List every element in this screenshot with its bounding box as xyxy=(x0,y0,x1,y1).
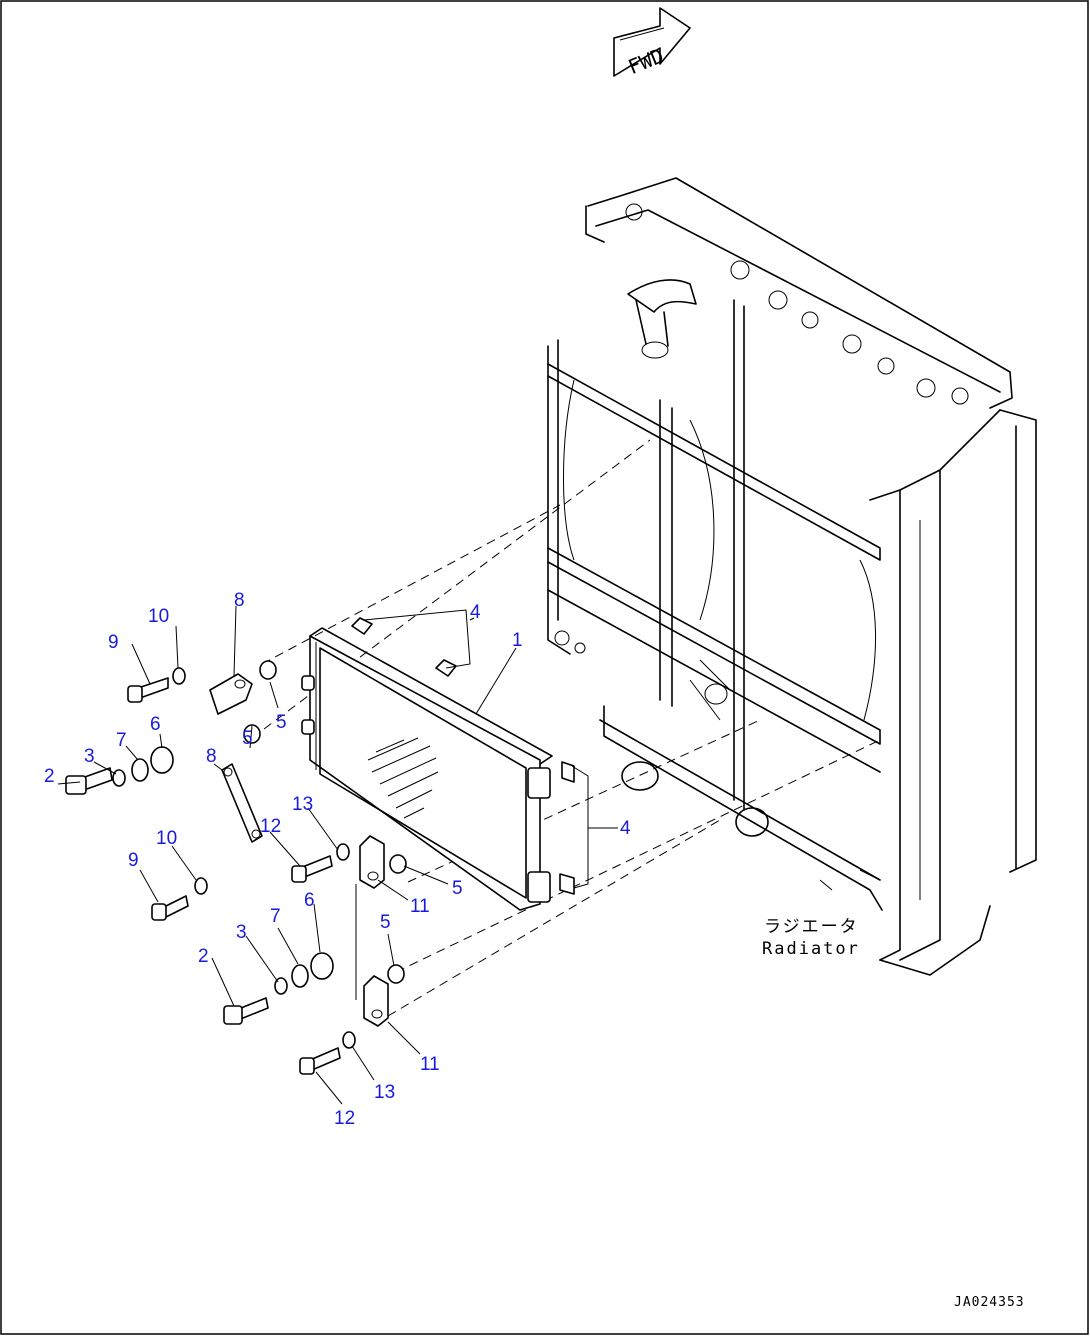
callout-9-lower: 9 xyxy=(128,850,139,871)
callout-12-lower: 12 xyxy=(334,1108,355,1129)
bolt-9-upper xyxy=(127,677,169,703)
bolt-12-upper xyxy=(291,855,333,883)
washer-7-upper xyxy=(131,758,149,782)
strap-11-lower xyxy=(363,975,389,1027)
fwd-arrow-icon: FWD xyxy=(613,7,691,79)
bolt-9-lower xyxy=(151,895,189,921)
bolt-2-lower xyxy=(223,997,269,1025)
callout-5-mid: 5 xyxy=(242,728,253,749)
clip-lower xyxy=(559,761,589,895)
callout-7-lower: 7 xyxy=(270,906,281,927)
callout-10-upper: 10 xyxy=(148,606,169,627)
leader-lines xyxy=(57,605,618,1105)
callout-8-upper: 8 xyxy=(234,590,245,611)
callout-2-lower: 2 xyxy=(198,946,209,967)
bracket-8-link xyxy=(221,763,263,843)
washer-10-upper xyxy=(172,667,186,685)
callout-13-upper: 13 xyxy=(292,794,313,815)
bracket-8-upper xyxy=(209,673,253,715)
callout-1: 1 xyxy=(512,630,523,651)
callout-7-upper: 7 xyxy=(116,730,127,751)
washer-10-lower xyxy=(194,877,208,895)
clip-upper xyxy=(351,609,471,677)
washer-3-upper xyxy=(112,769,126,787)
radiator-assembly xyxy=(547,177,1037,976)
callout-11-upper: 11 xyxy=(410,896,430,917)
washer-13-upper xyxy=(336,843,350,861)
mount-6-upper xyxy=(150,746,174,774)
radiator-label-en: Radiator xyxy=(762,939,860,959)
washer-7-lower xyxy=(291,964,309,988)
callout-3-lower: 3 xyxy=(236,922,247,943)
nut-5-lower-b xyxy=(387,964,405,984)
callout-10-lower: 10 xyxy=(156,828,177,849)
callout-2-upper: 2 xyxy=(44,766,55,787)
drawing-code: JA024353 xyxy=(954,1295,1025,1310)
bolt-2-upper xyxy=(65,767,113,795)
nut-5-upper xyxy=(259,660,277,680)
callout-6-upper: 6 xyxy=(150,714,161,735)
callout-9-upper: 9 xyxy=(108,632,119,653)
bolt-12-lower xyxy=(299,1047,341,1075)
callout-6-lower: 6 xyxy=(304,890,315,911)
callout-8-link: 8 xyxy=(206,746,217,767)
nut-5-lower-a xyxy=(389,854,407,874)
callout-4-lower: 4 xyxy=(620,818,631,839)
callout-5-lower-a: 5 xyxy=(452,878,463,899)
washer-13-lower xyxy=(342,1031,356,1049)
nut-5-mid xyxy=(243,724,261,744)
callout-5-upper: 5 xyxy=(276,712,287,733)
callout-12-upper: 12 xyxy=(260,816,281,837)
callout-numbers: 1 4 4 8 10 9 5 5 6 7 3 2 8 13 12 10 9 5 … xyxy=(44,590,631,1129)
strap-11-upper xyxy=(359,835,385,889)
radiator-label-jp: ラジエータ xyxy=(764,917,859,937)
callout-5-lower-b: 5 xyxy=(380,912,391,933)
mount-6-lower xyxy=(310,952,334,980)
cooler-core xyxy=(301,627,553,911)
callout-4-upper: 4 xyxy=(470,602,481,623)
callout-13-lower: 13 xyxy=(374,1082,395,1103)
callout-3-upper: 3 xyxy=(84,746,95,767)
callout-11-lower: 11 xyxy=(420,1054,440,1075)
